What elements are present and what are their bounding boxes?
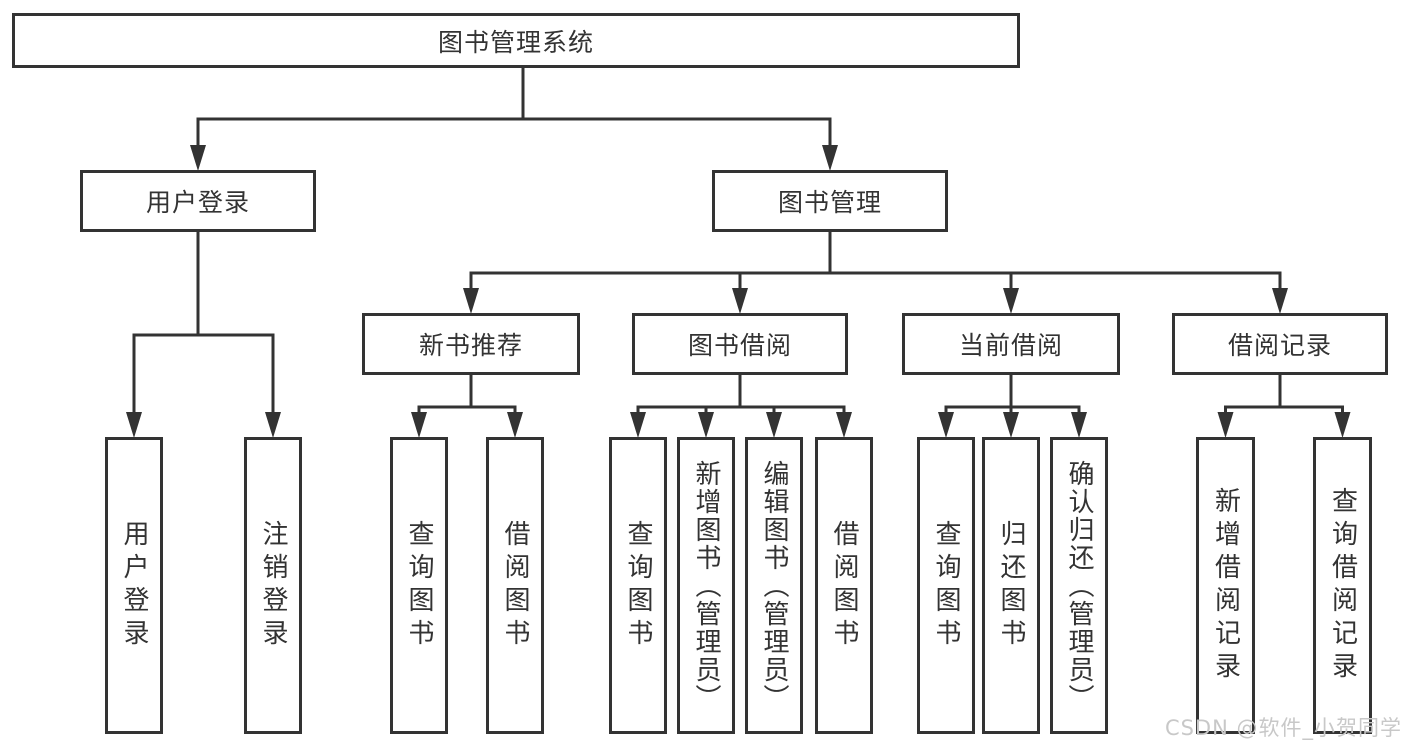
node-label: 编辑图书（管理员） [759, 459, 789, 712]
node-label: 用户登录 [145, 188, 250, 217]
node-label: 注销登录 [258, 519, 288, 652]
node-label: 新增图书（管理员） [691, 459, 721, 712]
arrowhead-icon [1003, 412, 1019, 438]
node-bb-query-book: 查询图书 [609, 437, 667, 734]
arrowhead-icon [1071, 412, 1087, 438]
node-borrowing-records: 借阅记录 [1172, 313, 1388, 375]
node-book-management: 图书管理 [712, 170, 948, 232]
node-label: 归还图书 [996, 519, 1026, 652]
node-label: 借阅记录 [1227, 331, 1332, 360]
node-user-login: 用户登录 [80, 170, 316, 232]
node-label: 图书管理系统 [437, 27, 594, 57]
node-bb-borrow-book: 借阅图书 [815, 437, 873, 734]
arrowhead-icon [1334, 412, 1351, 438]
arrowhead-icon [698, 412, 714, 438]
node-cb-confirm-return-admin: 确认归还（管理员） [1050, 437, 1108, 734]
node-nb-query-book: 查询图书 [390, 437, 448, 734]
node-logout-leaf: 注销登录 [244, 437, 302, 734]
arrowhead-icon [126, 412, 142, 438]
node-library-system: 图书管理系统 [12, 13, 1020, 68]
node-label: 借阅图书 [829, 519, 859, 652]
arrowhead-icon [265, 412, 281, 438]
node-user-login-leaf: 用户登录 [105, 437, 163, 734]
node-bb-add-book-admin: 新增图书（管理员） [677, 437, 735, 734]
node-label: 查询图书 [623, 519, 653, 652]
node-current-borrowing: 当前借阅 [902, 313, 1120, 375]
arrowhead-icon [938, 412, 954, 438]
node-br-query-record: 查询借阅记录 [1313, 437, 1372, 734]
watermark-text: CSDN @软件_小贺同学 [1164, 716, 1402, 740]
node-book-borrowing: 图书借阅 [632, 313, 848, 375]
arrowhead-icon [630, 412, 646, 438]
arrowhead-icon [1003, 288, 1019, 314]
node-new-book-recommend: 新书推荐 [362, 313, 580, 375]
node-label: 查询图书 [404, 519, 434, 652]
node-label: 图书借阅 [687, 331, 792, 360]
node-label: 图书管理 [777, 188, 882, 217]
node-label: 新书推荐 [418, 331, 523, 360]
arrowhead-icon [463, 288, 479, 314]
arrowhead-icon [1272, 288, 1288, 314]
arrowhead-icon [766, 412, 782, 438]
node-label: 确认归还（管理员） [1064, 459, 1094, 712]
node-label: 用户登录 [119, 519, 149, 652]
node-label: 查询借阅记录 [1327, 486, 1358, 685]
arrowhead-icon [732, 288, 748, 314]
arrowhead-icon [411, 412, 427, 438]
node-label: 借阅图书 [500, 519, 530, 652]
arrowhead-icon [507, 412, 523, 438]
arrowhead-icon [1217, 412, 1234, 438]
node-br-add-record: 新增借阅记录 [1196, 437, 1255, 734]
arrowhead-icon [190, 145, 206, 171]
arrowhead-icon [836, 412, 852, 438]
node-label: 当前借阅 [958, 331, 1063, 360]
node-label: 新增借阅记录 [1210, 486, 1241, 685]
node-label: 查询图书 [931, 519, 961, 652]
arrowhead-icon [822, 145, 838, 171]
node-cb-return-book: 归还图书 [982, 437, 1040, 734]
node-bb-edit-book-admin: 编辑图书（管理员） [745, 437, 803, 734]
node-cb-query-book: 查询图书 [917, 437, 975, 734]
node-nb-borrow-book: 借阅图书 [486, 437, 544, 734]
